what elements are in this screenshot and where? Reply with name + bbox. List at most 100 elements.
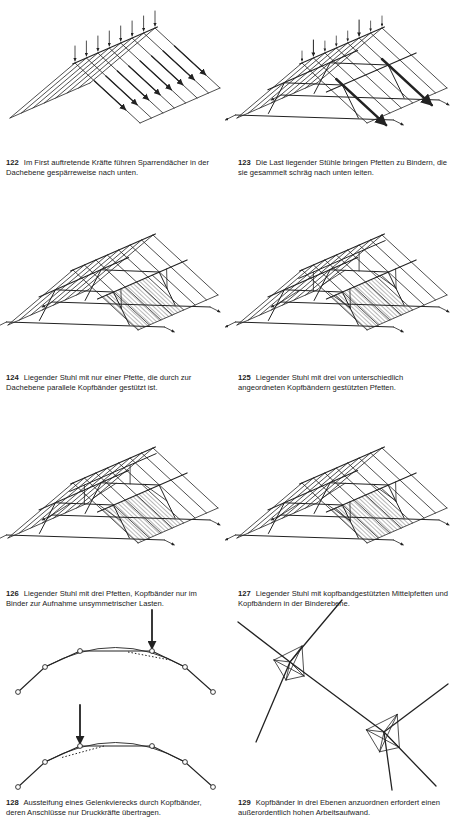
eave [367, 295, 447, 330]
support-arrow [439, 307, 449, 312]
rafter [248, 58, 313, 113]
rafter [77, 240, 142, 295]
strut [159, 485, 175, 518]
figure-number: 125 [238, 373, 251, 382]
rafter [75, 63, 140, 123]
rafter [382, 235, 447, 295]
ridge [73, 27, 158, 64]
rafter [237, 63, 302, 118]
collar-beam [284, 503, 342, 505]
rafter [237, 270, 302, 325]
rafter [336, 255, 401, 315]
tie-beam [281, 515, 439, 520]
rafter [153, 448, 218, 508]
support-arrow [164, 327, 174, 332]
head-brace [286, 646, 302, 680]
collar-beam [55, 290, 113, 292]
head-brace [98, 505, 121, 522]
rafter [317, 28, 382, 83]
head-brace [336, 508, 351, 521]
ridge [71, 234, 156, 271]
head-brace [290, 646, 302, 662]
ridge [300, 234, 385, 271]
head-brace [274, 660, 286, 680]
purlin [268, 51, 358, 90]
eave [367, 508, 447, 543]
strut [314, 63, 330, 94]
arch-line [45, 648, 185, 668]
head-brace [395, 269, 397, 289]
rafter [119, 463, 184, 523]
rafter [359, 245, 424, 305]
head-brace [322, 483, 345, 498]
tie-beam [6, 322, 164, 327]
head-brace [380, 732, 384, 752]
rafter [73, 483, 138, 543]
head-brace [166, 269, 168, 289]
rafter [317, 448, 382, 503]
head-brace [336, 295, 351, 308]
force-arrow [140, 61, 171, 90]
force-arrow [313, 40, 314, 56]
strut [342, 85, 358, 118]
head-brace [395, 482, 397, 502]
head-brace [380, 747, 400, 751]
rafter [21, 58, 86, 113]
figure-caption: 122 Im First auftretende Kräfte führen S… [6, 158, 220, 177]
figure-number: 127 [238, 589, 251, 598]
head-brace [120, 289, 122, 309]
eave [138, 295, 218, 330]
head-brace [128, 652, 170, 660]
rafter [283, 43, 348, 98]
hinge [211, 690, 216, 695]
head-brace [366, 730, 379, 752]
rafter [107, 255, 172, 315]
rafter [31, 473, 96, 528]
hinge [78, 649, 83, 654]
rafter [371, 240, 436, 300]
head-brace [381, 488, 396, 501]
force-arrow [336, 79, 386, 125]
support-arrow [439, 520, 449, 525]
rafter [336, 468, 401, 528]
hinge [150, 649, 155, 654]
rafter [248, 478, 313, 533]
collar-beam [330, 483, 388, 485]
eave [237, 503, 317, 538]
rafter [302, 63, 367, 123]
rafter [248, 265, 313, 320]
hinge [183, 760, 188, 765]
eave [10, 83, 90, 118]
rafter [260, 53, 325, 108]
eave [8, 290, 88, 325]
head-brace [302, 646, 304, 676]
collar-beam [284, 83, 342, 85]
support-arrow [42, 515, 52, 520]
rafter [348, 43, 413, 103]
tie-beam [281, 302, 439, 307]
support-arrow [0, 322, 6, 327]
caption-text: Im First auftretende Kräfte führen Sparr… [6, 158, 209, 177]
head-brace [274, 660, 290, 662]
force-arrow [106, 76, 137, 105]
force-arrow [97, 36, 98, 51]
figure-number: 124 [6, 373, 19, 382]
purlin [39, 258, 129, 297]
hinge [150, 744, 155, 749]
eave [237, 290, 317, 325]
rafter [313, 478, 378, 538]
eave [140, 88, 220, 123]
timber-line [256, 662, 290, 742]
rafter [132, 38, 197, 98]
head-brace [274, 646, 302, 660]
rafter [84, 478, 149, 538]
support-arrow [225, 115, 235, 120]
strut [85, 270, 101, 301]
ridge [300, 447, 385, 484]
force-arrow [163, 51, 194, 80]
load-arrow [151, 610, 153, 649]
frame-chord [18, 651, 213, 692]
tie-beam [235, 115, 393, 120]
figure-caption: 127 Liegender Stuhl mit kopfbandgestützt… [238, 589, 452, 608]
